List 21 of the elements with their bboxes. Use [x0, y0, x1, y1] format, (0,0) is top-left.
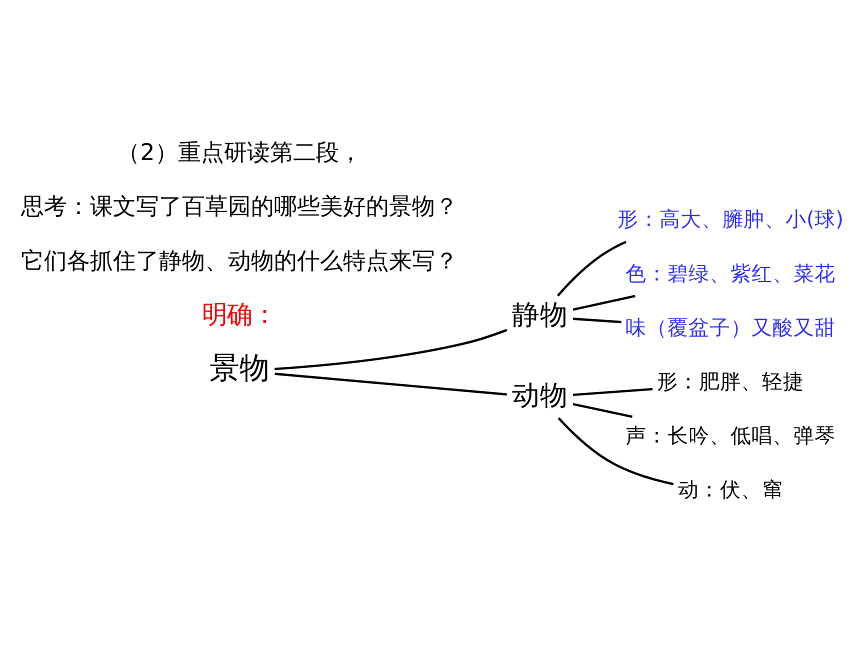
label: 它们各抓住了静物、动物的什么特点来写？ — [20, 248, 458, 274]
node-text: 动：伏、窜 — [678, 477, 783, 502]
label: 思考：课文写了百草园的哪些美好的景物？ — [20, 194, 458, 220]
node-text: 景物 — [209, 350, 270, 386]
connector — [274, 328, 508, 370]
node-text: 味（覆盆子）又酸又甜 — [626, 314, 836, 339]
node-text: 形：高大、臃肿、小(球) — [617, 206, 844, 231]
label: 明确： — [202, 298, 277, 329]
node-text: 色：碧绿、紫红、菜花 — [626, 260, 836, 285]
connector — [572, 387, 653, 396]
node-text: 静物 — [512, 297, 568, 330]
node-text: 声：长吟、低唱、弹琴 — [626, 423, 836, 448]
connector — [274, 372, 507, 396]
node-text: 动物 — [512, 378, 568, 411]
connector — [558, 416, 674, 485]
label: （2）重点研读第二段， — [117, 140, 362, 166]
node-text: 形：肥胖、轻捷 — [657, 369, 804, 394]
connector — [572, 294, 636, 310]
connector — [572, 317, 622, 323]
connector — [572, 402, 633, 418]
connector — [556, 240, 626, 296]
